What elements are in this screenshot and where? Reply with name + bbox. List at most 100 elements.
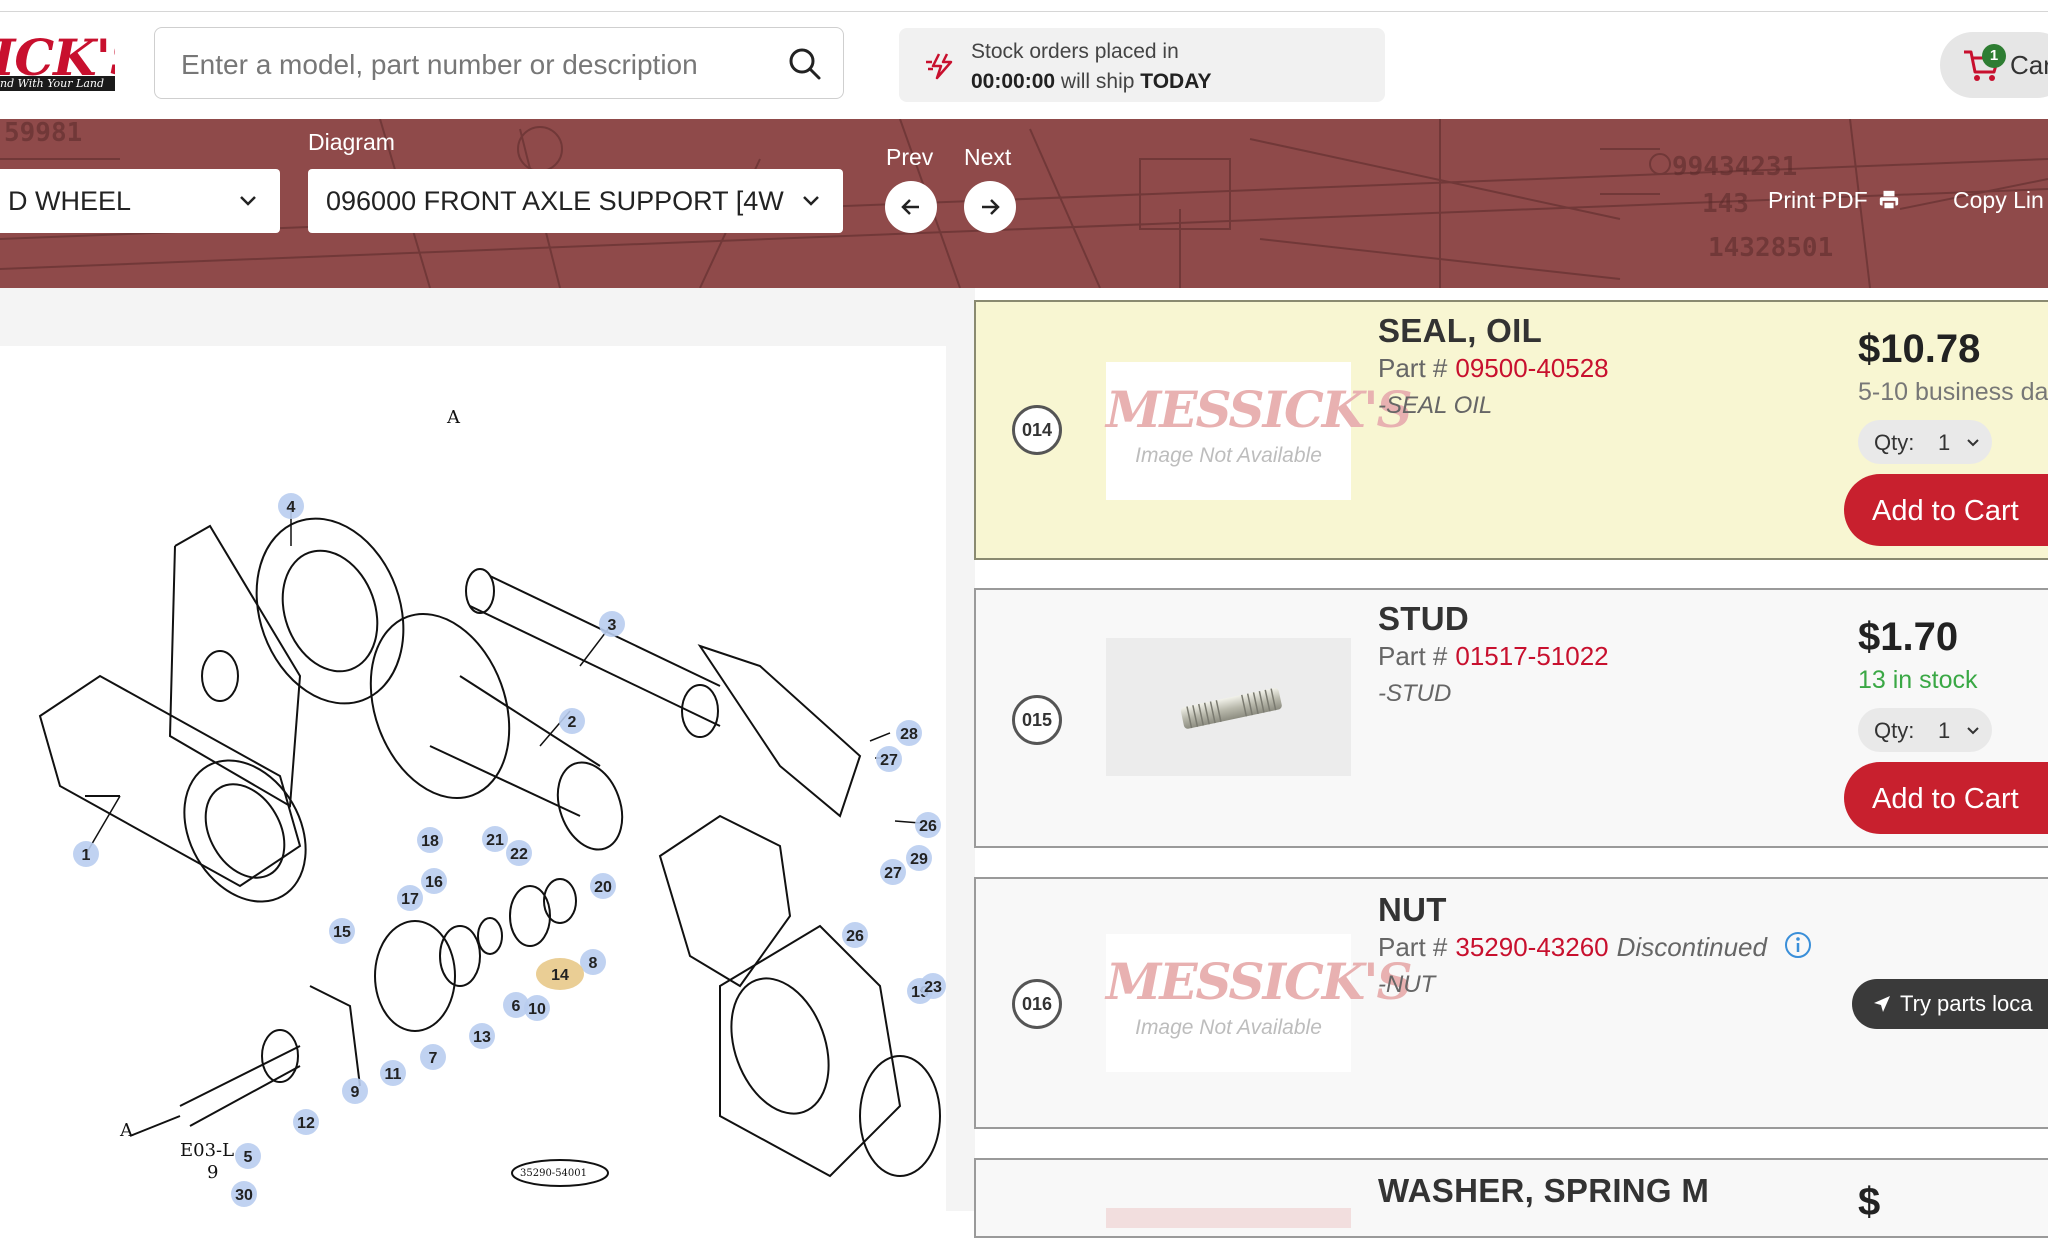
diagram-label-a1: A — [446, 407, 461, 428]
part-title[interactable]: NUT — [1378, 891, 1447, 928]
bg-number-2: 99434231 — [1672, 152, 1797, 182]
callout-6[interactable]: 6 — [503, 992, 529, 1018]
svg-text:7: 7 — [429, 1050, 438, 1067]
callout-27[interactable]: 27 — [876, 746, 902, 772]
callout-28[interactable]: 28 — [896, 720, 922, 746]
part-card-016: 016 MESSICK'S Image Not Available NUT Pa… — [974, 877, 2048, 1129]
shipping-notice: Stock orders placed in 00:00:00 will shi… — [899, 28, 1385, 102]
stock-notice-line1: Stock orders placed in — [971, 40, 1179, 63]
placeholder-logo: MESSICK'S — [1106, 952, 1413, 1011]
svg-text:18: 18 — [421, 833, 439, 850]
component-select[interactable]: D WHEEL — [0, 169, 280, 233]
chevron-down-icon — [803, 196, 819, 206]
part-sequence-badge: 016 — [1012, 979, 1062, 1029]
qty-value: 1 — [1938, 430, 1951, 455]
parts-locator-button[interactable]: Try parts loca — [1852, 979, 2048, 1029]
chevron-down-icon — [1967, 727, 1979, 735]
part-sequence-badge: 014 — [1012, 405, 1062, 455]
callout-14[interactable]: 14 — [536, 958, 584, 990]
copy-link-button[interactable]: Copy Lin — [1953, 187, 2044, 213]
fast-shipping-icon — [926, 53, 953, 80]
stock-notice-line2: 00:00:00 will ship TODAY — [971, 70, 1211, 94]
part-image-placeholder[interactable]: MESSICK'S Image Not Available — [1106, 362, 1413, 500]
info-icon[interactable] — [1784, 931, 1812, 959]
quantity-select[interactable]: Qty: 1 — [1858, 420, 1992, 464]
callout-27[interactable]: 27 — [880, 859, 906, 885]
search-input[interactable] — [179, 42, 763, 88]
placeholder-note: Image Not Available — [1135, 444, 1322, 467]
callout-16[interactable]: 16 — [421, 868, 447, 894]
part-sequence-badge: 015 — [1012, 695, 1062, 745]
svg-text:21: 21 — [486, 832, 504, 849]
part-title[interactable]: WASHER, SPRING M — [1378, 1172, 1710, 1209]
svg-text:14: 14 — [551, 967, 569, 984]
quantity-select[interactable]: Qty: 1 — [1858, 708, 1992, 752]
callout-18[interactable]: 18 — [417, 827, 443, 853]
diagram-select-value: 096000 FRONT AXLE SUPPORT [4W — [326, 186, 784, 216]
top-border — [0, 0, 2048, 12]
callout-13[interactable]: 13 — [469, 1023, 495, 1049]
callout-10[interactable]: 10 — [524, 995, 550, 1021]
callout-5[interactable]: 5 — [235, 1143, 261, 1169]
part-number-link[interactable]: 01517-51022 — [1455, 641, 1609, 671]
bg-number-3: 143 — [1702, 189, 1749, 219]
part-price: $10.78 — [1858, 327, 1981, 371]
part-image-placeholder[interactable] — [1106, 1208, 1351, 1228]
callout-9[interactable]: 9 — [342, 1078, 368, 1104]
search-box — [154, 27, 844, 99]
part-title[interactable]: STUD — [1378, 600, 1470, 637]
svg-text:28: 28 — [900, 726, 918, 743]
callout-8[interactable]: 8 — [580, 949, 606, 975]
diagram-toolbar: 59981 99434231 143 14328501 D WHEEL Diag… — [0, 119, 2048, 288]
callout-7[interactable]: 7 — [420, 1044, 446, 1070]
prev-diagram-button[interactable] — [885, 181, 937, 233]
component-select-value: D WHEEL — [8, 186, 132, 216]
part-number-link[interactable]: 09500-40528 — [1455, 353, 1609, 383]
diagram-select[interactable]: 096000 FRONT AXLE SUPPORT [4W — [308, 169, 843, 233]
svg-text:11: 11 — [385, 1066, 402, 1083]
part-card-017: WASHER, SPRING M $ — [974, 1158, 2048, 1238]
callout-12[interactable]: 12 — [293, 1109, 319, 1135]
callout-2[interactable]: 2 — [559, 708, 585, 734]
part-price: $ — [1858, 1180, 1881, 1224]
callout-26[interactable]: 26 — [915, 812, 941, 838]
next-diagram-button[interactable] — [964, 181, 1016, 233]
cart-button[interactable]: 1 Car — [1940, 32, 2048, 98]
callout-21[interactable]: 21 — [482, 826, 508, 852]
callout-20[interactable]: 20 — [590, 873, 616, 899]
add-to-cart-button[interactable]: Add to Cart — [1844, 474, 2048, 546]
callout-22[interactable]: 22 — [506, 840, 532, 866]
callout-29[interactable]: 29 — [906, 845, 932, 871]
part-number-prefix: Part # — [1378, 932, 1448, 962]
location-arrow-icon — [1874, 996, 1890, 1012]
add-to-cart-button[interactable]: Add to Cart — [1844, 762, 2048, 834]
callout-3[interactable]: 3 — [599, 611, 625, 637]
svg-text:9: 9 — [351, 1084, 360, 1101]
svg-text:8: 8 — [589, 955, 598, 972]
callout-30[interactable]: 30 — [231, 1181, 257, 1207]
exploded-view-drawing: 1234567891011121314151617181920212223262… — [38, 407, 946, 1207]
chevron-down-icon — [1967, 439, 1979, 447]
discontinued-label: Discontinued — [1616, 932, 1767, 962]
part-title[interactable]: SEAL, OIL — [1378, 312, 1543, 349]
arrow-left-icon — [901, 199, 919, 215]
callout-11[interactable]: 11 — [380, 1060, 406, 1086]
callout-4[interactable]: 4 — [278, 493, 304, 519]
part-image[interactable] — [1106, 638, 1351, 776]
callout-23[interactable]: 23 — [920, 973, 946, 999]
callout-26[interactable]: 26 — [842, 922, 868, 948]
search-icon[interactable] — [787, 46, 823, 82]
placeholder-logo: MESSICK'S — [1106, 380, 1413, 439]
callout-17[interactable]: 17 — [397, 885, 423, 911]
print-pdf-button[interactable]: Print PDF — [1768, 187, 1900, 214]
site-logo[interactable]: ICK'S nd With Your Land — [0, 32, 115, 94]
callout-15[interactable]: 15 — [329, 918, 355, 944]
part-description: -SEAL OIL — [1378, 392, 1493, 419]
part-image-placeholder[interactable]: MESSICK'S Image Not Available — [1106, 934, 1413, 1072]
part-number-link[interactable]: 35290-43260 — [1455, 932, 1609, 962]
part-number-line: Part #01517-51022 — [1378, 641, 1609, 672]
svg-text:10: 10 — [528, 1001, 546, 1018]
callout-1[interactable]: 1 — [73, 841, 99, 867]
svg-text:27: 27 — [884, 865, 902, 882]
